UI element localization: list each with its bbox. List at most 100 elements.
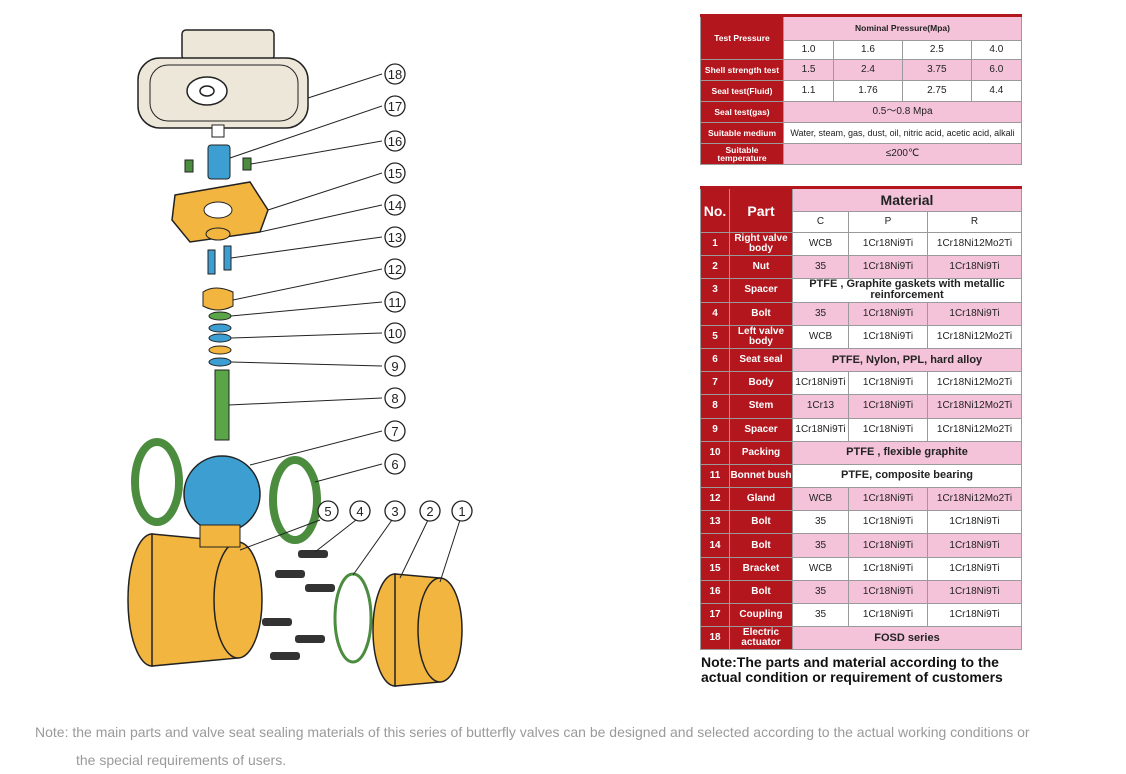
row-number: 9 xyxy=(700,417,730,442)
spec-label: Seal test(gas) xyxy=(700,101,784,123)
spec-cell: 2.5 xyxy=(901,40,972,60)
row-number: 17 xyxy=(700,602,730,628)
part-header: Part xyxy=(729,187,793,233)
row-material-c: WCB xyxy=(792,487,849,512)
row-material-p: 1Cr18Ni9Ti xyxy=(848,394,928,419)
spec-cell: 0.5～0.8 Mpa xyxy=(783,101,1022,123)
bottom-note-line1: Note: the main parts and valve seat seal… xyxy=(35,724,1030,740)
row-material-r: 1Cr18Ni12Mo2Ti xyxy=(927,371,1022,396)
callout-circle xyxy=(384,226,406,248)
callout-label: 11 xyxy=(388,295,402,310)
row-material-span: FOSD series xyxy=(792,626,1022,651)
spec-label: Shell strength test xyxy=(700,59,784,81)
callout-circle xyxy=(451,500,473,522)
row-number: 5 xyxy=(700,324,730,349)
callout-label: 17 xyxy=(388,99,402,114)
material-header: Material xyxy=(792,187,1022,212)
row-material-p: 1Cr18Ni9Ti xyxy=(848,231,928,257)
row-material-r: 1Cr18Ni12Mo2Ti xyxy=(927,394,1022,419)
row-part: Stem xyxy=(729,394,793,419)
callout-label: 6 xyxy=(391,457,398,472)
callout-circle xyxy=(349,500,371,522)
row-number: 3 xyxy=(700,278,730,303)
callout-label: 2 xyxy=(426,504,433,519)
bottom-note: Note: the main parts and valve seat seal… xyxy=(35,718,1105,774)
row-material-p: 1Cr18Ni9Ti xyxy=(848,579,928,605)
row-number: 12 xyxy=(700,487,730,512)
callout-circle xyxy=(384,387,406,409)
callout-circle xyxy=(384,95,406,117)
callout-label: 16 xyxy=(388,134,402,149)
spec-label: Test Pressure xyxy=(700,15,784,60)
spec-cell: 4.0 xyxy=(970,40,1023,60)
row-part: Bolt xyxy=(729,510,793,535)
row-number: 8 xyxy=(700,394,730,419)
row-part: Packing xyxy=(729,440,793,465)
callout-label: 9 xyxy=(391,359,398,374)
row-material-c: 35 xyxy=(792,579,849,605)
row-material-c: WCB xyxy=(792,556,849,581)
row-number: 1 xyxy=(700,231,730,257)
row-part: Body xyxy=(729,371,793,396)
bottom-note-line2: the special requirements of users. xyxy=(76,752,287,768)
left-valve-body xyxy=(127,524,263,667)
row-number: 11 xyxy=(700,463,730,489)
callout-circle xyxy=(384,355,406,377)
row-part: Seat seal xyxy=(729,347,793,373)
row-material-span: PTFE, Nylon, PPL, hard alloy xyxy=(792,347,1022,373)
row-part: Spacer xyxy=(729,278,793,303)
spec-cell: 1.76 xyxy=(833,80,903,102)
row-number: 16 xyxy=(700,579,730,605)
no-header: No. xyxy=(700,187,730,233)
callout-circle xyxy=(384,420,406,442)
electric-actuator xyxy=(137,29,309,138)
spec-label: Suitable temperature xyxy=(700,143,784,165)
callout-label: 5 xyxy=(324,504,331,519)
row-number: 4 xyxy=(700,301,730,326)
row-material-r: 1Cr18Ni12Mo2Ti xyxy=(927,231,1022,257)
row-material-p: 1Cr18Ni9Ti xyxy=(848,533,928,558)
row-material-c: 35 xyxy=(792,301,849,326)
coupling-part xyxy=(184,144,252,180)
spec-cell: 4.4 xyxy=(970,80,1023,102)
callout-label: 4 xyxy=(356,504,363,519)
sub-header: R xyxy=(927,211,1022,233)
row-part: Left valve body xyxy=(729,324,793,349)
row-material-p: 1Cr18Ni9Ti xyxy=(848,324,928,349)
callout-label: 12 xyxy=(388,262,402,277)
row-part: Bracket xyxy=(729,556,793,581)
row-part: Bonnet bush xyxy=(729,463,793,489)
spec-cell: 2.4 xyxy=(833,59,903,81)
row-material-r: 1Cr18Ni9Ti xyxy=(927,510,1022,535)
row-number: 15 xyxy=(700,556,730,581)
callout-circle xyxy=(384,194,406,216)
row-material-c: 35 xyxy=(792,510,849,535)
callout-label: 14 xyxy=(388,198,402,213)
callout-circle xyxy=(317,500,339,522)
bracket-part xyxy=(171,181,269,243)
callout-circle xyxy=(384,130,406,152)
row-material-p: 1Cr18Ni9Ti xyxy=(848,487,928,512)
row-part: Right valve body xyxy=(729,231,793,257)
row-material-p: 1Cr18Ni9Ti xyxy=(848,602,928,628)
callout-circle xyxy=(384,500,406,522)
row-part: Spacer xyxy=(729,417,793,442)
spec-cell: Water, steam, gas, dust, oil, nitric aci… xyxy=(783,122,1022,144)
row-material-p: 1Cr18Ni9Ti xyxy=(848,255,928,280)
row-material-r: 1Cr18Ni9Ti xyxy=(927,579,1022,605)
row-part: Electric actuator xyxy=(729,626,793,651)
